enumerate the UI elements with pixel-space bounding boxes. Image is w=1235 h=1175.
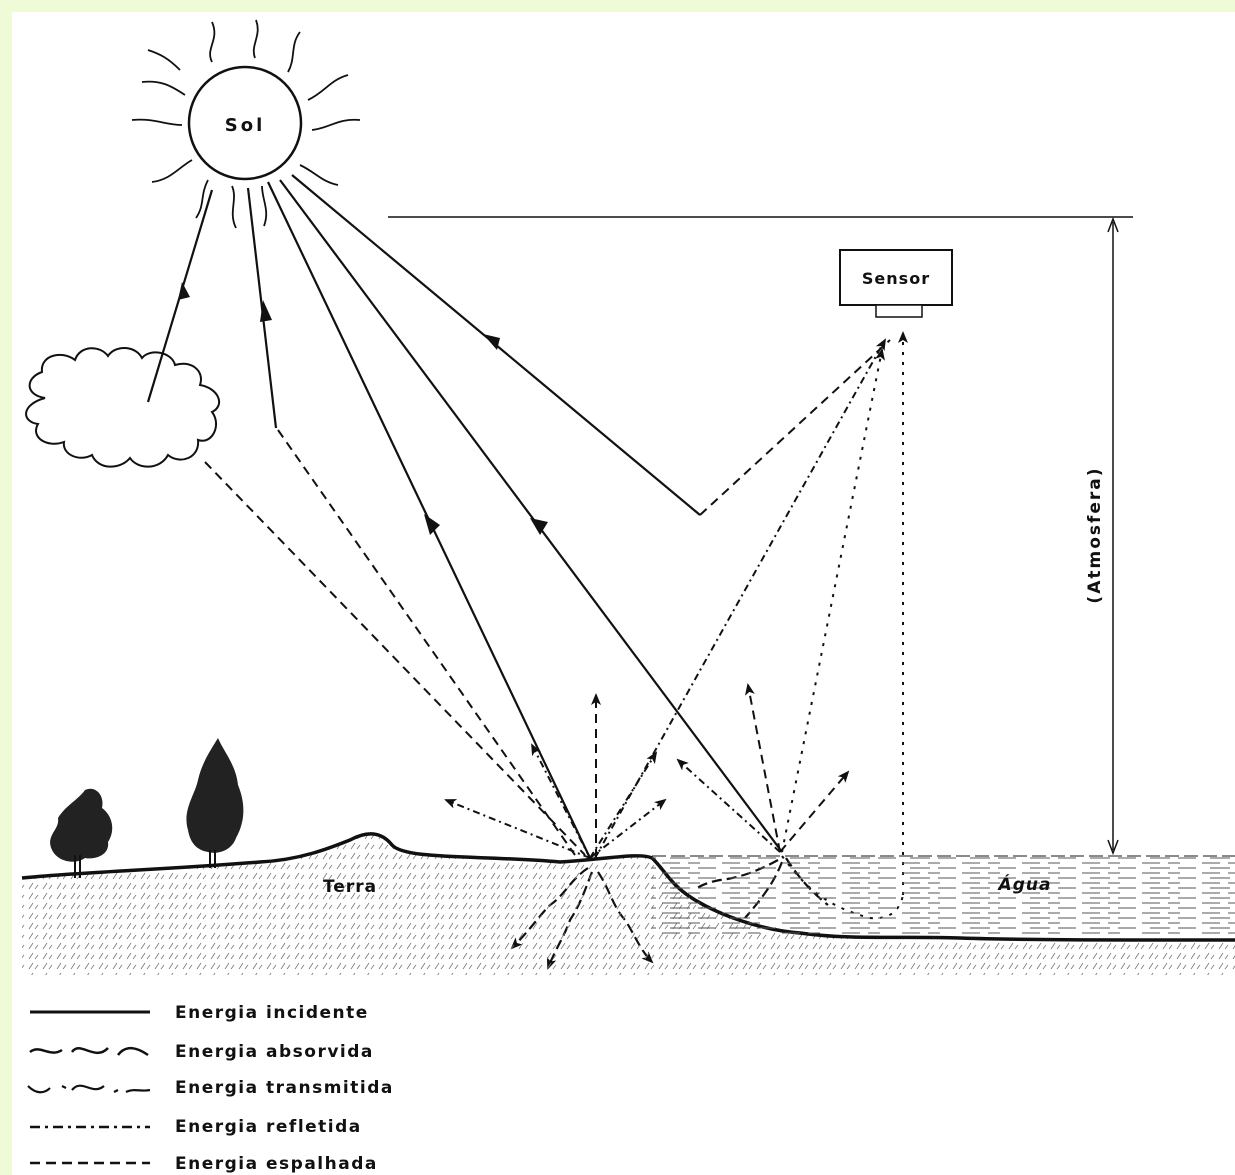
legend-label-transmitted: Energia transmitida bbox=[175, 1078, 394, 1098]
legend-item-reflected: Energia refletida bbox=[30, 1117, 362, 1137]
water-label: Água bbox=[997, 873, 1052, 895]
legend-swatch-absorbed bbox=[29, 1047, 149, 1057]
sun-disc bbox=[187, 65, 303, 181]
legend-label-reflected: Energia refletida bbox=[175, 1117, 362, 1137]
reflected-rays bbox=[444, 338, 886, 859]
atmosphere-height-arrow bbox=[1107, 216, 1119, 856]
sun-label: Sol bbox=[225, 115, 266, 136]
sensor-label: Sensor bbox=[862, 269, 930, 288]
legend-item-absorbed: Energia absorvida bbox=[29, 1042, 374, 1062]
diagram-frame: Sol (Atmosfera) Sensor bbox=[12, 12, 1235, 1175]
cloud bbox=[25, 347, 221, 468]
terrain bbox=[21, 832, 1235, 975]
legend-item-scattered: Energia espalhada bbox=[30, 1154, 378, 1174]
legend-item-incident: Energia incidente bbox=[30, 1003, 369, 1023]
legend: Energia incidente Energia absorvida Ener… bbox=[27, 1003, 394, 1174]
incident-ray-water bbox=[279, 179, 783, 853]
transmitted-rays bbox=[781, 331, 908, 920]
sun: Sol bbox=[131, 19, 361, 229]
incident-arrowheads bbox=[178, 282, 548, 535]
legend-item-transmitted: Energia transmitida bbox=[27, 1078, 394, 1098]
atmosphere-label: (Atmosfera) bbox=[1085, 466, 1105, 603]
sensor: Sensor bbox=[839, 249, 953, 318]
incident-rays bbox=[146, 174, 783, 859]
legend-swatch-transmitted bbox=[27, 1084, 151, 1094]
energy-interaction-diagram: Sol (Atmosfera) Sensor bbox=[21, 19, 1235, 1174]
legend-label-incident: Energia incidente bbox=[175, 1003, 369, 1023]
legend-label-absorbed: Energia absorvida bbox=[175, 1042, 374, 1062]
sun-rays bbox=[131, 19, 361, 229]
scattered-rays bbox=[204, 339, 891, 858]
tree-right bbox=[186, 738, 244, 868]
water-body bbox=[652, 856, 1235, 936]
land-label: Terra bbox=[323, 877, 377, 897]
tree-left bbox=[50, 788, 113, 878]
legend-label-scattered: Energia espalhada bbox=[175, 1154, 378, 1174]
